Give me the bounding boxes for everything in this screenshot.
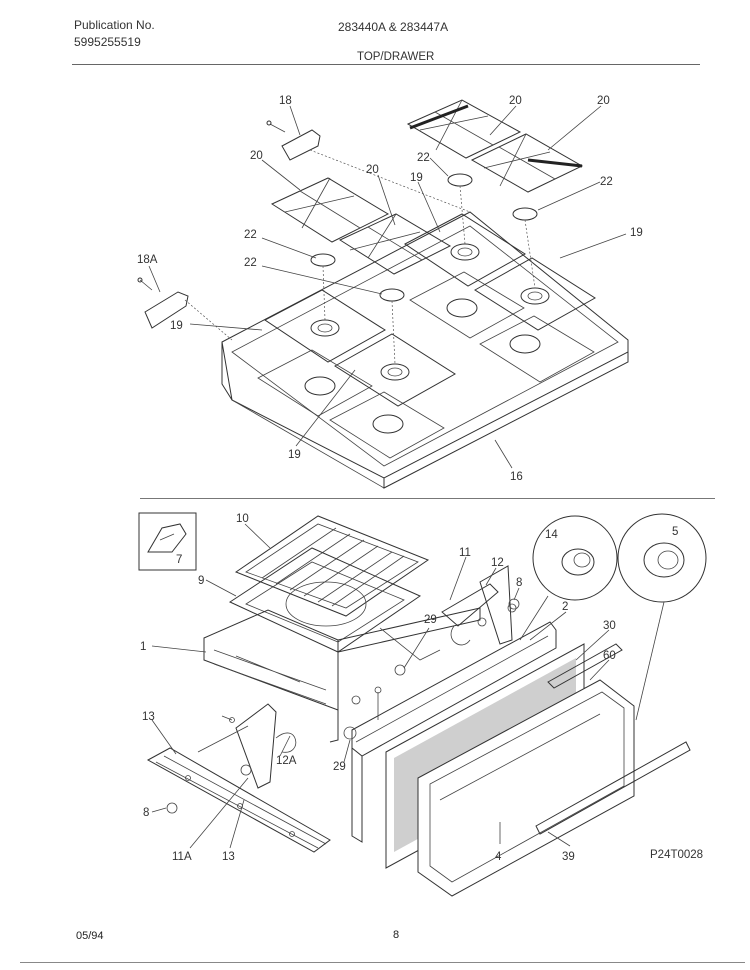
callout-29: 29: [333, 761, 346, 773]
callout-18: 18: [279, 95, 292, 107]
callout-11a: 11A: [172, 851, 192, 863]
callout-5: 5: [672, 526, 678, 538]
screw-8: [166, 802, 178, 814]
drip-bowl-2: [379, 288, 405, 302]
callout-20: 20: [366, 164, 379, 176]
grate-front-right: [338, 213, 452, 275]
publication-label: Publication No.: [74, 18, 155, 32]
burner-pan-front-left: [264, 289, 386, 363]
inset-box-7: [138, 512, 197, 571]
callout-20: 20: [250, 150, 263, 162]
drawer-front-panel-2: [351, 621, 557, 843]
burner-pan-back-right: [474, 257, 596, 331]
footer-rule: [20, 962, 745, 963]
screw-29: [343, 726, 357, 740]
callout-11: 11: [459, 547, 471, 559]
callout-2: 2: [562, 601, 568, 613]
section-divider: [140, 498, 715, 499]
publication-number: 5995255519: [74, 35, 141, 49]
callout-19: 19: [410, 172, 423, 184]
broiler-pan-9: [228, 547, 422, 653]
callout-19: 19: [288, 449, 301, 461]
handle-39: [535, 741, 691, 835]
drip-bowl-3: [447, 173, 473, 187]
bracket-12a: [197, 703, 297, 789]
callout-8: 8: [516, 577, 522, 589]
callout-30: 30: [603, 620, 616, 632]
callout-14: 14: [545, 529, 558, 541]
callout-20: 20: [509, 95, 522, 107]
top-bracket-18: [266, 120, 321, 161]
callout-19: 19: [630, 227, 643, 239]
callout-18a: 18A: [137, 254, 158, 266]
header-rule: [72, 64, 700, 65]
callout-13: 13: [142, 711, 155, 723]
callout-22: 22: [600, 176, 613, 188]
callout-22: 22: [244, 257, 257, 269]
rail-60: [547, 643, 623, 689]
top-callouts: 18 20 20 20 20 22 22 22 22 19 19 19 19 1…: [137, 95, 643, 483]
callout-22: 22: [244, 229, 257, 241]
drawer-assembly: [138, 512, 707, 897]
slide-rail-13: [146, 747, 331, 853]
callout-4: 4: [495, 851, 502, 863]
cooktop-assembly: [137, 99, 629, 489]
drip-bowl-1: [310, 253, 336, 267]
callout-19: 19: [170, 320, 183, 332]
figure-code: P24T0028: [650, 849, 703, 861]
section-title: TOP/DRAWER: [357, 51, 435, 63]
callout-7: 7: [176, 554, 182, 566]
side-bracket-18a: [137, 277, 189, 329]
drawer-body-1: [203, 607, 481, 743]
broiler-grid-10: [234, 515, 430, 617]
knob-detail-5: [617, 513, 707, 603]
callout-20: 20: [597, 95, 610, 107]
burner-pan-back-left: [404, 213, 526, 287]
burner-pan-front-right: [334, 333, 456, 407]
footer-date: 05/94: [76, 930, 104, 942]
callout-10: 10: [236, 513, 249, 525]
callout-1: 1: [140, 641, 146, 653]
callout-16: 16: [510, 471, 523, 483]
bottom-callouts: 10 7 9 1 11 12 8 29 2 14 5 30 60 13 12A …: [140, 513, 703, 863]
callout-29: 29: [424, 614, 437, 626]
callout-60: 60: [603, 650, 616, 662]
callout-39: 39: [562, 851, 575, 863]
page-number: 8: [393, 929, 400, 941]
callout-8: 8: [143, 807, 149, 819]
knob-detail-14: [532, 515, 618, 601]
callout-9: 9: [198, 575, 204, 587]
grate-front-left: [270, 177, 390, 243]
callout-12: 12: [491, 557, 504, 569]
bracket-11-12: [441, 565, 517, 646]
callout-13: 13: [222, 851, 235, 863]
drawer-door-4: [417, 679, 635, 897]
callout-22: 22: [417, 152, 430, 164]
model-numbers: 283440A & 283447A: [338, 20, 449, 34]
callout-12a: 12A: [276, 755, 297, 767]
drip-bowl-4: [512, 207, 538, 221]
